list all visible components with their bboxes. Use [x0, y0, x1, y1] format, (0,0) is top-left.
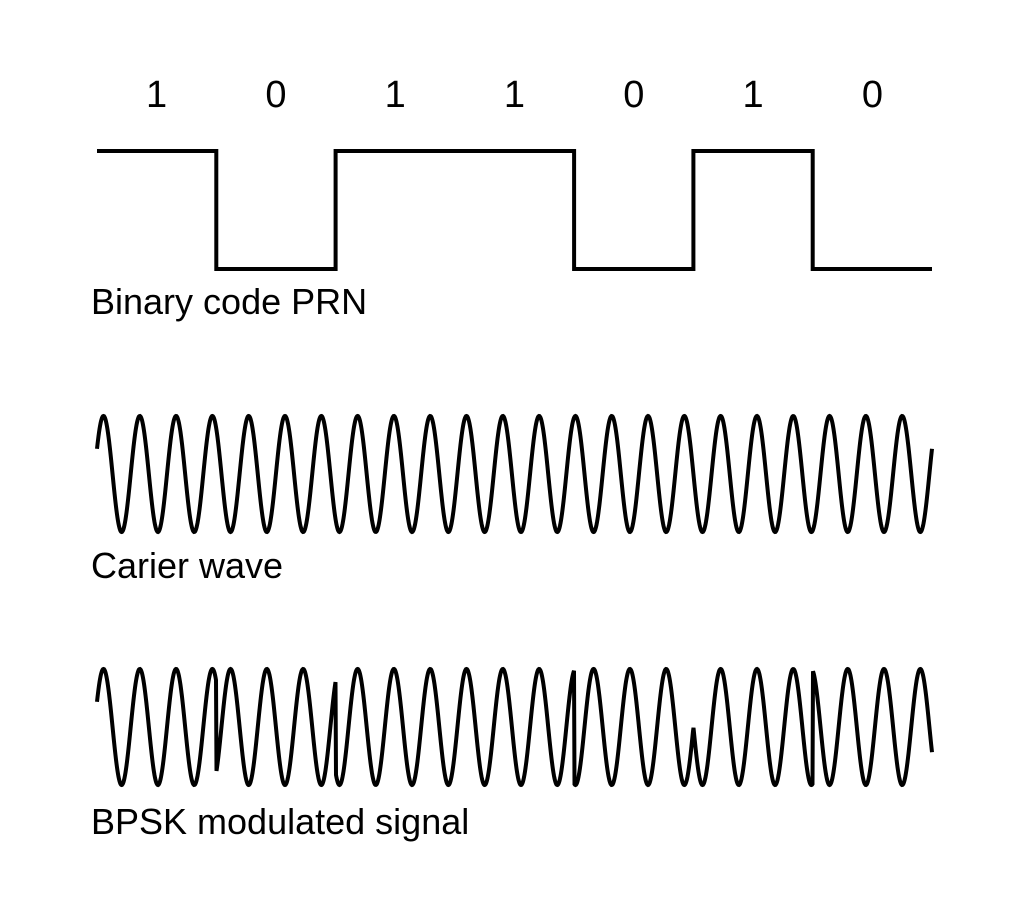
bit-label: 1 [385, 74, 406, 116]
bit-labels: 1 0 1 1 0 1 0 [146, 74, 883, 116]
bit-label: 1 [504, 74, 525, 116]
bit-label: 0 [623, 74, 644, 116]
bit-label: 1 [146, 74, 167, 116]
bpsk-modulated-waveform [95, 666, 934, 788]
prn-label: Binary code PRN [91, 281, 367, 322]
binary-code-prn-waveform [97, 149, 932, 271]
carrier-waveform [95, 413, 934, 535]
bit-label: 0 [862, 74, 883, 116]
bpsk-label: BPSK modulated signal [91, 801, 469, 842]
carrier-label: Carier wave [91, 545, 283, 586]
bit-label: 0 [265, 74, 286, 116]
bit-label: 1 [743, 74, 764, 116]
